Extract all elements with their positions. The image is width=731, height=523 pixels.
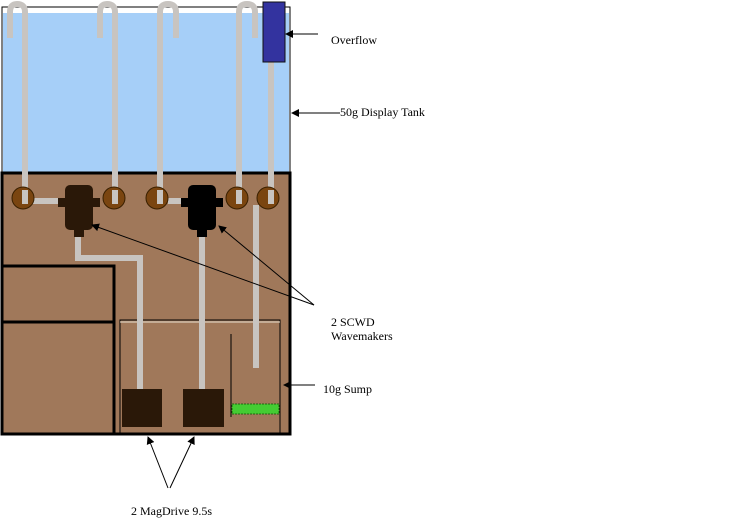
sump-label: 10g Sump	[323, 382, 373, 396]
return-pipes	[7, 0, 274, 200]
wavemaker-2	[181, 185, 223, 237]
overflow-label: Overflow	[331, 33, 377, 47]
wavemaker-1	[58, 185, 100, 237]
tank-water	[3, 13, 289, 173]
wavemakers-label-line2: Wavemakers	[331, 329, 393, 343]
magdrive-pump-1	[122, 389, 162, 427]
magdrive-pump-2	[183, 389, 224, 427]
wavemakers-label: 2 SCWD Wavemakers	[331, 315, 393, 343]
filter-media	[231, 403, 280, 415]
magdrives-label: 2 MagDrive 9.5s	[131, 504, 212, 518]
overflow-box	[262, 1, 286, 63]
wavemakers-label-line1: 2 SCWD	[331, 315, 375, 329]
annotation-arrows	[91, 30, 340, 489]
cabinet-divider	[2, 264, 116, 434]
cabinet-pipes	[30, 198, 259, 389]
display-tank-label: 50g Display Tank	[340, 105, 425, 119]
